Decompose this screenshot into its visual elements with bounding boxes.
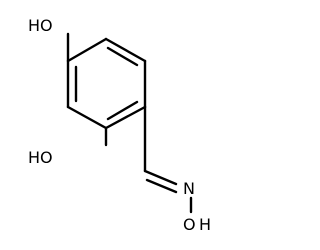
- bond-ch-n-2: [145, 178, 178, 194]
- bond-ch-n-1: [143, 169, 178, 186]
- ring-bond-2: [104, 37, 147, 63]
- hydroxyl-left-label: HO: [28, 148, 53, 167]
- ring-bond-1: [66, 37, 108, 63]
- substituent-bonds: [66, 32, 193, 214]
- structure-drawing: HO HO N O H: [28, 16, 211, 234]
- oxime-oxygen-label: O: [183, 215, 196, 234]
- nitrogen-label: N: [183, 179, 195, 198]
- benzene-ring: [66, 37, 147, 130]
- ring-bond-5: [66, 105, 108, 130]
- molecule-canvas: HO HO N O H: [28, 16, 212, 234]
- ring-inner-double-3: [106, 100, 139, 121]
- hydroxyl-top-label: HO: [28, 16, 53, 35]
- oxime-hydrogen-label: H: [199, 215, 211, 234]
- ring-bond-4: [104, 105, 147, 130]
- ring-inner-double-2: [106, 46, 139, 67]
